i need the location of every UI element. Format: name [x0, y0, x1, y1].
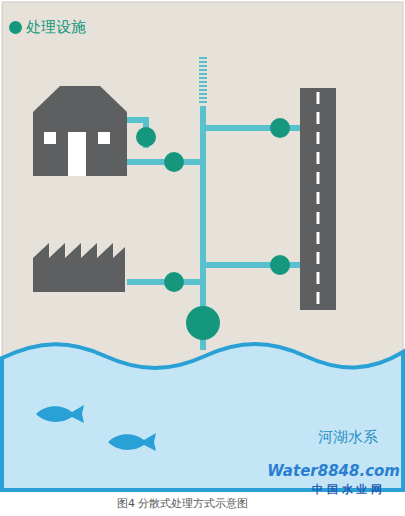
treatment-facilities	[136, 118, 290, 340]
watermark: Water8848.com	[267, 462, 400, 480]
road	[300, 88, 336, 310]
house-icon	[33, 86, 127, 176]
pipes	[127, 106, 300, 350]
factory-icon	[33, 243, 125, 292]
fish	[36, 405, 156, 451]
legend-swatch	[9, 21, 22, 34]
panel-ground	[2, 2, 403, 490]
figure-caption: 图4 分散式处理方式示意图	[117, 497, 249, 511]
water-label: 河湖水系	[318, 428, 378, 447]
pipe-top-stripes	[199, 58, 207, 102]
water-body	[2, 344, 403, 490]
legend-text: 处理设施	[26, 17, 86, 37]
watermark: 中 国 水 业 网	[312, 482, 382, 497]
